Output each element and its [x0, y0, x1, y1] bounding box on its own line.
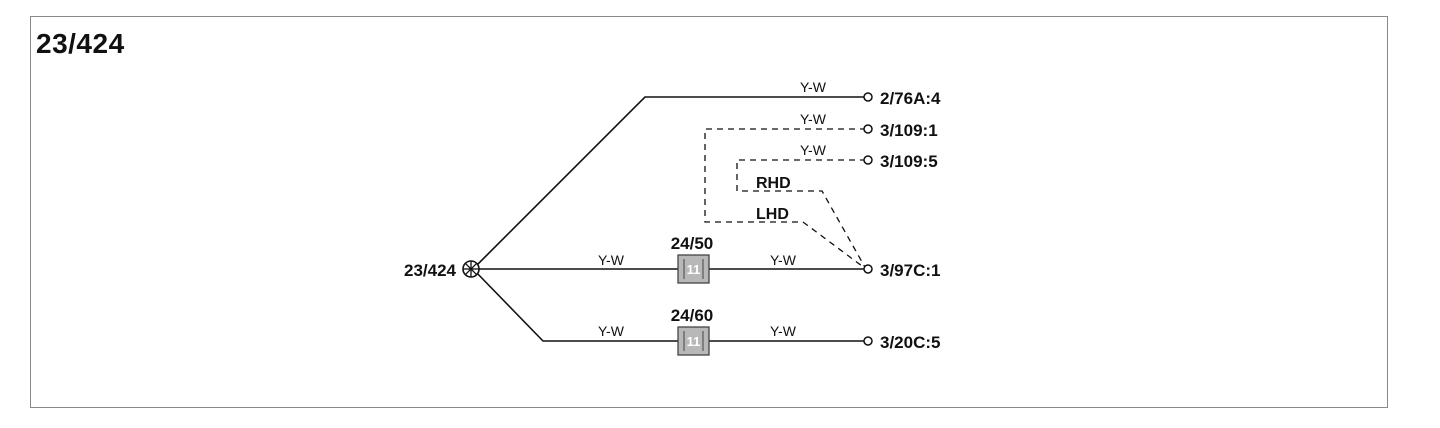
connector-label: 3/20C:5	[880, 333, 940, 352]
wire-lhd-to-3-109-1	[704, 128, 867, 270]
wire-color-label: Y-W	[800, 142, 827, 158]
wire-color-label: Y-W	[800, 111, 827, 127]
splice-label: 23/424	[404, 261, 457, 280]
terminal-2-76a	[863, 92, 873, 102]
variant-label-rhd: RHD	[756, 175, 791, 192]
inline-connector-pin: 11	[687, 262, 701, 277]
terminal-3-97c	[863, 264, 873, 274]
connector-label: 3/109:1	[880, 121, 938, 140]
connector-label: 3/97C:1	[880, 261, 940, 280]
wire-color-label: Y-W	[598, 252, 625, 268]
wire-to-3-20c	[472, 268, 866, 342]
diagram-frame	[30, 16, 1388, 408]
wire-rhd-to-3-109-5	[736, 159, 867, 270]
inline-connector-label: 24/50	[671, 234, 714, 253]
inline-connector-pin: 11	[687, 334, 701, 349]
inline-connector-24-60: 11	[677, 326, 710, 356]
inline-connector-label: 24/60	[671, 306, 714, 325]
wire-color-label: Y-W	[598, 323, 625, 339]
wire-color-label: Y-W	[770, 252, 797, 268]
diagram-title: 23/424	[36, 28, 125, 59]
connector-label: 3/109:5	[880, 152, 938, 171]
splice-symbol	[462, 260, 480, 278]
terminal-3-20c	[863, 336, 873, 346]
connector-label: 2/76A:4	[880, 89, 941, 108]
inline-connector-24-50: 11	[677, 254, 710, 284]
wire-color-label: Y-W	[770, 323, 797, 339]
terminal-3-109-1	[863, 124, 873, 134]
variant-label-lhd: LHD	[756, 206, 789, 223]
wire-color-label: Y-W	[800, 79, 827, 95]
terminal-3-109-5	[863, 155, 873, 165]
wire-to-2-76a	[472, 96, 866, 270]
